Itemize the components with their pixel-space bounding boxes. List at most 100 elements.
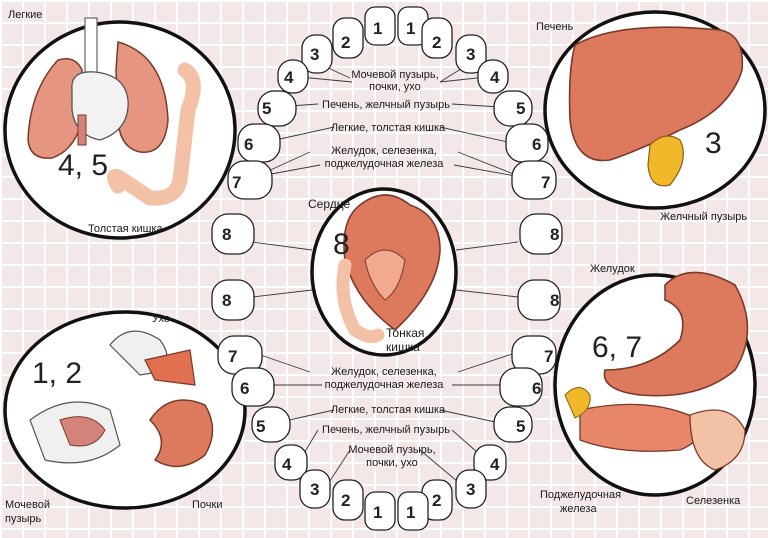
pancreas-label-line1: Поджелудочная bbox=[540, 489, 621, 501]
liver-label: Печень bbox=[536, 21, 574, 33]
panel-lungs: 4, 5 Легкие Толстая кишка bbox=[3, 9, 237, 240]
tooth-number-upper-r4: 4 bbox=[284, 68, 294, 87]
right-lung bbox=[115, 41, 169, 153]
tooth-number-lower-l2: 2 bbox=[432, 491, 441, 510]
small-intestine-label-line2: кишка bbox=[386, 340, 420, 354]
stomach-shape bbox=[603, 271, 749, 397]
kidneys-label: Почки bbox=[192, 499, 222, 511]
aorta-small bbox=[77, 114, 87, 146]
lungs-teeth-number: 4, 5 bbox=[58, 149, 108, 182]
liver-shape bbox=[568, 26, 744, 162]
panel-liver: 3 Печень Желчный пузырь bbox=[536, 10, 767, 223]
tooth-lower-left-6 bbox=[499, 367, 543, 407]
upper-label-4-line1: Желудок, селезенка, bbox=[331, 145, 437, 157]
tooth-upper-left-5 bbox=[493, 90, 533, 127]
stomach-label: Желудок bbox=[590, 263, 635, 275]
tooth-upper-right-3 bbox=[301, 34, 333, 74]
gallbladder-shape bbox=[647, 135, 684, 187]
spleen-label: Селезенка bbox=[686, 495, 741, 507]
heart-chamber bbox=[364, 249, 406, 301]
tooth-number-lower-l5: 5 bbox=[516, 417, 525, 436]
tooth-number-lower-r4: 4 bbox=[282, 455, 292, 474]
tooth-number-upper-l4: 4 bbox=[490, 68, 500, 87]
tooth-number-upper-r5: 5 bbox=[262, 99, 271, 118]
lower-label-1-line2: поджелудочная железа bbox=[325, 379, 445, 391]
kidney-shape bbox=[149, 399, 214, 468]
tooth-upper-right-1 bbox=[364, 6, 396, 46]
spleen-shape bbox=[689, 409, 746, 471]
panel-heart: 8 Сердце Тонкая кишка bbox=[308, 187, 458, 357]
heart-teeth-number: 8 bbox=[333, 228, 350, 261]
lower-label-1-line1: Желудок, селезенка, bbox=[331, 366, 437, 378]
tooth-upper-right-2 bbox=[332, 17, 364, 59]
tooth-number-lower-r5: 5 bbox=[256, 417, 265, 436]
left-lung bbox=[27, 58, 83, 159]
tooth-number-lower-l1: 1 bbox=[406, 503, 415, 522]
tooth-number-lower-r6: 6 bbox=[240, 379, 249, 398]
tooth-upper-left-7 bbox=[511, 160, 557, 200]
tooth-number-lower-l6: 6 bbox=[532, 379, 541, 398]
lower-label-2: Легкие, толстая кишка bbox=[331, 404, 446, 416]
tooth-number-lower-l7: 7 bbox=[544, 347, 553, 366]
tooth-lower-left-4 bbox=[473, 444, 507, 481]
tooth-lower-left-8 bbox=[517, 279, 561, 321]
tooth-number-lower-r2: 2 bbox=[341, 491, 350, 510]
tooth-number-upper-r7: 7 bbox=[232, 173, 241, 192]
ear-label: Ухо bbox=[152, 313, 170, 325]
tooth-number-upper-r1: 1 bbox=[373, 19, 382, 38]
tooth-lower-right-8 bbox=[211, 279, 255, 321]
tooth-number-upper-l2: 2 bbox=[432, 33, 441, 52]
bladder-inner bbox=[59, 416, 106, 447]
panel-stomach: 6, 7 Желудок Поджелудочная железа Селезе… bbox=[540, 263, 757, 515]
tooth-upper-left-3 bbox=[455, 34, 487, 74]
tooth-number-lower-r1: 1 bbox=[373, 503, 382, 522]
tooth-upper-right-7 bbox=[227, 160, 273, 200]
tooth-number-upper-l8: 8 bbox=[550, 225, 559, 244]
gallbladder-small bbox=[564, 387, 591, 419]
upper-label-3: Легкие, толстая кишка bbox=[331, 122, 446, 134]
tooth-upper-left-6 bbox=[505, 123, 549, 163]
trachea bbox=[84, 17, 98, 79]
inner-ear bbox=[144, 349, 196, 386]
tooth-number-upper-r8: 8 bbox=[222, 225, 231, 244]
tooth-number-lower-r8: 8 bbox=[222, 291, 231, 310]
liver-teeth-number: 3 bbox=[705, 127, 722, 160]
stomach-teeth-number: 6, 7 bbox=[592, 331, 642, 364]
tooth-number-upper-l7: 7 bbox=[541, 173, 550, 192]
small-intestine-label-line1: Тонкая bbox=[386, 326, 424, 340]
gallbladder-label: Желчный пузырь bbox=[660, 211, 747, 223]
tooth-number-upper-l1: 1 bbox=[406, 19, 415, 38]
tooth-number-upper-r2: 2 bbox=[341, 33, 350, 52]
tooth-lower-right-6 bbox=[231, 367, 275, 407]
small-intestine-shape bbox=[336, 258, 385, 344]
lower-label-4-line2: почки, ухо bbox=[366, 457, 418, 469]
tooth-lower-left-5 bbox=[493, 406, 533, 443]
tooth-number-lower-r7: 7 bbox=[228, 347, 237, 366]
tooth-upper-right-4 bbox=[277, 59, 309, 94]
center-labels: Мочевой пузырь, почки, ухо Печень, желчн… bbox=[322, 69, 450, 469]
colon-shape bbox=[107, 62, 201, 206]
tooth-number-upper-r6: 6 bbox=[244, 135, 253, 154]
tooth-upper-left-4 bbox=[477, 59, 509, 94]
tooth-lower-left-1 bbox=[397, 491, 429, 531]
tooth-number-lower-l8: 8 bbox=[550, 291, 559, 310]
tooth-lower-left-3 bbox=[455, 469, 487, 509]
tooth-upper-right-5 bbox=[257, 90, 297, 127]
upper-label-1-line1: Мочевой пузырь, bbox=[351, 69, 438, 81]
tooth-lower-right-1 bbox=[364, 491, 396, 531]
pancreas-label-line2: железа bbox=[560, 503, 597, 515]
tooth-upper-left-2 bbox=[421, 17, 453, 59]
tooth-number-upper-r3: 3 bbox=[310, 45, 319, 64]
lower-label-4-line1: Мочевой пузырь, bbox=[348, 444, 435, 456]
tooth-number-upper-l6: 6 bbox=[532, 135, 541, 154]
tooth-number-lower-l3: 3 bbox=[466, 480, 475, 499]
tooth-lower-right-2 bbox=[332, 479, 364, 521]
upper-label-2: Печень, желчный пузырь bbox=[322, 99, 450, 111]
lower-label-3: Печень, желчный пузырь bbox=[322, 424, 450, 436]
lungs-label: Легкие bbox=[8, 9, 42, 21]
lower-teeth bbox=[211, 279, 561, 531]
